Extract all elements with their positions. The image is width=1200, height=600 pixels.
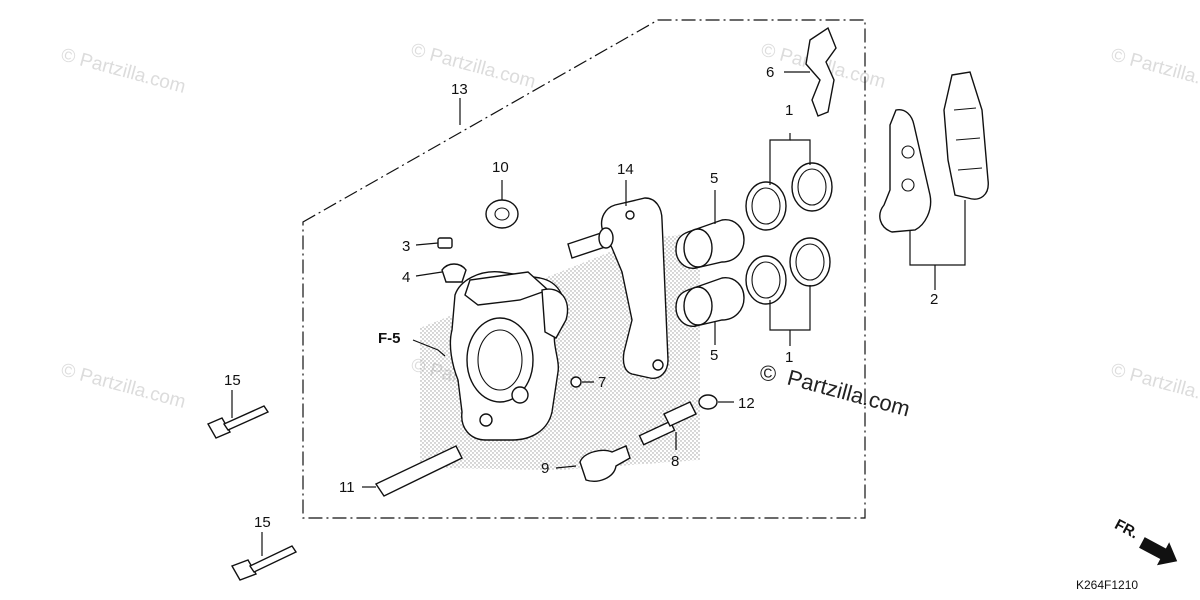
callout-11: 11 [339, 479, 355, 496]
callout-labels: 1 1 2 3 4 5 5 6 7 8 9 10 11 12 13 14 15 … [224, 64, 938, 531]
callout-9: 9 [541, 460, 549, 477]
callout-1-top: 1 [785, 102, 793, 119]
callout-4: 4 [402, 269, 410, 286]
watermark-2: © Partzilla.com [409, 40, 538, 93]
watermark-4: © Partzilla.com [1109, 45, 1200, 98]
diagram-code: K264F1210 [1076, 578, 1138, 592]
front-marker: FR. [1112, 516, 1178, 566]
front-marker-label: FR. [1112, 516, 1141, 542]
callout-10: 10 [492, 159, 509, 176]
callout-15-bottom: 15 [254, 514, 271, 531]
brake-pads [879, 71, 989, 233]
piston-seals [745, 162, 833, 305]
bolts [207, 405, 298, 581]
leader-lines [231, 71, 966, 556]
callout-15-top: 15 [224, 372, 241, 389]
caliper-body [449, 271, 569, 441]
boot [485, 199, 519, 229]
callout-1-bottom: 1 [785, 349, 793, 366]
pins [374, 401, 697, 497]
front-arrow-icon [1139, 537, 1178, 566]
callout-12: 12 [738, 395, 755, 412]
pistons [675, 219, 745, 327]
callout-5-top: 5 [710, 170, 718, 187]
watermark-text: Partzilla.com [785, 365, 913, 422]
washer-12 [698, 394, 718, 410]
callout-2: 2 [930, 291, 938, 308]
pad-spring [805, 26, 837, 117]
watermark-7: © Partzilla.com [1109, 360, 1200, 413]
o-ring-7 [570, 376, 582, 388]
callout-5-bottom: 5 [710, 347, 718, 364]
bleeder-parts [437, 237, 467, 283]
watermark-5: © Partzilla.com [59, 360, 188, 413]
callout-6: 6 [766, 64, 774, 81]
watermark-1: © Partzilla.com [59, 45, 188, 98]
callout-3: 3 [402, 238, 410, 255]
callout-7: 7 [598, 374, 606, 391]
callout-8: 8 [671, 453, 679, 470]
partzilla-watermark: © Partzilla.com [760, 361, 913, 421]
assembly-boundary [302, 19, 866, 519]
caliper-bracket [567, 197, 669, 379]
callout-13: 13 [451, 81, 468, 98]
ref-label-f5: F-5 [378, 330, 401, 347]
callout-14: 14 [617, 161, 634, 178]
copyright-symbol: © [760, 361, 776, 386]
